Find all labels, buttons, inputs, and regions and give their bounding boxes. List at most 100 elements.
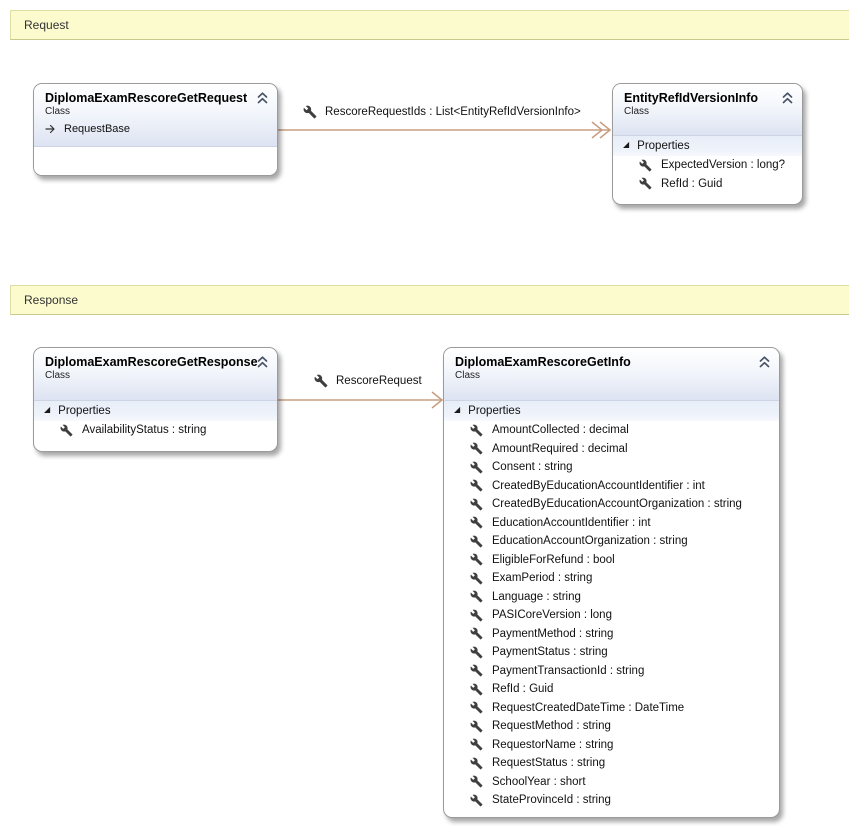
collapse-chevron-icon[interactable] bbox=[256, 355, 269, 369]
wrench-icon bbox=[470, 794, 483, 807]
properties-list: ExpectedVersion : long? RefId : Guid bbox=[613, 156, 802, 193]
properties-section-header[interactable]: ◢ Properties bbox=[444, 401, 779, 421]
base-class-name: RequestBase bbox=[64, 123, 131, 135]
wrench-icon bbox=[470, 572, 483, 585]
property-row[interactable]: RefId : Guid bbox=[444, 680, 779, 699]
property-row[interactable]: PaymentStatus : string bbox=[444, 643, 779, 662]
wrench-icon bbox=[470, 775, 483, 788]
property-text: CreatedByEducationAccountIdentifier : in… bbox=[492, 479, 705, 492]
property-text: Language : string bbox=[492, 590, 581, 603]
property-row[interactable]: RequestCreatedDateTime : DateTime bbox=[444, 699, 779, 718]
property-text: CreatedByEducationAccountOrganization : … bbox=[492, 498, 742, 511]
property-text: RefId : Guid bbox=[661, 177, 723, 190]
property-row[interactable]: ExamPeriod : string bbox=[444, 569, 779, 588]
wrench-icon bbox=[470, 646, 483, 659]
association-text: RescoreRequest bbox=[336, 375, 422, 387]
expander-triangle-icon: ◢ bbox=[454, 405, 461, 414]
class-title: EntityRefIdVersionInfo bbox=[624, 91, 759, 105]
class-body-padding bbox=[444, 810, 779, 818]
wrench-icon bbox=[470, 424, 483, 437]
base-class-row: RequestBase bbox=[45, 123, 251, 135]
class-box-diploma-exam-rescore-get-request[interactable]: DiplomaExamRescoreGetRequest Class Reque… bbox=[33, 83, 278, 176]
request-banner-label: Request bbox=[24, 18, 69, 32]
inheritance-arrow-icon bbox=[45, 124, 59, 134]
property-row[interactable]: PaymentMethod : string bbox=[444, 625, 779, 644]
properties-section-label: Properties bbox=[637, 140, 690, 152]
wrench-icon bbox=[639, 177, 652, 190]
association-arrow-rescore-request[interactable] bbox=[278, 380, 448, 410]
property-row[interactable]: PASICoreVersion : long bbox=[444, 606, 779, 625]
expander-triangle-icon: ◢ bbox=[44, 405, 51, 414]
property-row[interactable]: StateProvinceId : string bbox=[444, 791, 779, 810]
wrench-icon bbox=[470, 738, 483, 751]
class-header: DiplomaExamRescoreGetRequest Class Reque… bbox=[34, 84, 277, 147]
property-row[interactable]: AmountCollected : decimal bbox=[444, 421, 779, 440]
wrench-icon bbox=[470, 683, 483, 696]
class-box-diploma-exam-rescore-get-info[interactable]: DiplomaExamRescoreGetInfo Class ◢ Proper… bbox=[443, 347, 780, 818]
response-comment-banner[interactable]: Response bbox=[10, 285, 849, 315]
property-row[interactable]: AvailabilityStatus : string bbox=[34, 421, 277, 440]
properties-section-header[interactable]: ◢ Properties bbox=[34, 401, 277, 421]
collapse-chevron-icon[interactable] bbox=[256, 91, 269, 105]
wrench-icon bbox=[60, 424, 73, 437]
property-text: EligibleForRefund : bool bbox=[492, 553, 615, 566]
property-text: PASICoreVersion : long bbox=[492, 609, 612, 622]
property-row[interactable]: AmountRequired : decimal bbox=[444, 440, 779, 459]
wrench-icon bbox=[470, 627, 483, 640]
class-header: EntityRefIdVersionInfo Class bbox=[613, 84, 802, 136]
property-row[interactable]: RequestMethod : string bbox=[444, 717, 779, 736]
properties-section-label: Properties bbox=[468, 405, 521, 417]
wrench-icon bbox=[639, 159, 652, 172]
property-row[interactable]: EducationAccountOrganization : string bbox=[444, 532, 779, 551]
property-row[interactable]: RequestStatus : string bbox=[444, 754, 779, 773]
property-row[interactable]: SchoolYear : short bbox=[444, 773, 779, 792]
wrench-icon bbox=[303, 105, 317, 119]
class-box-entity-ref-id-version-info[interactable]: EntityRefIdVersionInfo Class ◢ Propertie… bbox=[612, 83, 803, 205]
properties-section-header[interactable]: ◢ Properties bbox=[613, 136, 802, 156]
property-row[interactable]: ExpectedVersion : long? bbox=[613, 156, 802, 175]
property-row[interactable]: CreatedByEducationAccountOrganization : … bbox=[444, 495, 779, 514]
collapse-chevron-icon[interactable] bbox=[781, 91, 794, 105]
association-label-rescore-request[interactable]: RescoreRequest bbox=[314, 374, 422, 388]
property-row[interactable]: EducationAccountIdentifier : int bbox=[444, 514, 779, 533]
class-header: DiplomaExamRescoreGetResponse Class bbox=[34, 348, 277, 401]
wrench-icon bbox=[470, 590, 483, 603]
property-text: ExamPeriod : string bbox=[492, 572, 593, 585]
association-label-rescore-request-ids[interactable]: RescoreRequestIds : List<EntityRefIdVers… bbox=[303, 105, 581, 119]
property-text: AvailabilityStatus : string bbox=[82, 424, 207, 437]
property-text: Consent : string bbox=[492, 461, 573, 474]
properties-list: AvailabilityStatus : string bbox=[34, 421, 277, 440]
class-box-diploma-exam-rescore-get-response[interactable]: DiplomaExamRescoreGetResponse Class ◢ Pr… bbox=[33, 347, 278, 452]
property-text: SchoolYear : short bbox=[492, 775, 586, 788]
collapse-chevron-icon[interactable] bbox=[758, 355, 771, 369]
wrench-icon bbox=[470, 535, 483, 548]
association-text: RescoreRequestIds : List<EntityRefIdVers… bbox=[325, 106, 581, 118]
property-text: PaymentTransactionId : string bbox=[492, 664, 645, 677]
property-row[interactable]: RefId : Guid bbox=[613, 175, 802, 194]
expander-triangle-icon: ◢ bbox=[623, 140, 630, 149]
wrench-icon bbox=[470, 516, 483, 529]
property-text: RequestCreatedDateTime : DateTime bbox=[492, 701, 685, 714]
class-stereotype: Class bbox=[624, 106, 650, 117]
property-row[interactable]: Consent : string bbox=[444, 458, 779, 477]
class-stereotype: Class bbox=[455, 370, 481, 381]
wrench-icon bbox=[470, 664, 483, 677]
property-text: StateProvinceId : string bbox=[492, 794, 611, 807]
property-text: AmountCollected : decimal bbox=[492, 424, 629, 437]
request-comment-banner[interactable]: Request bbox=[10, 10, 849, 40]
property-text: PaymentStatus : string bbox=[492, 646, 608, 659]
property-row[interactable]: EligibleForRefund : bool bbox=[444, 551, 779, 570]
property-text: EducationAccountOrganization : string bbox=[492, 535, 688, 548]
property-text: AmountRequired : decimal bbox=[492, 442, 628, 455]
association-arrow-rescore-request-ids[interactable] bbox=[278, 110, 618, 140]
property-text: RequestorName : string bbox=[492, 738, 614, 751]
property-row[interactable]: PaymentTransactionId : string bbox=[444, 662, 779, 681]
wrench-icon bbox=[470, 553, 483, 566]
property-row[interactable]: CreatedByEducationAccountIdentifier : in… bbox=[444, 477, 779, 496]
wrench-icon bbox=[470, 701, 483, 714]
property-row[interactable]: RequestorName : string bbox=[444, 736, 779, 755]
property-row[interactable]: Language : string bbox=[444, 588, 779, 607]
class-stereotype: Class bbox=[45, 370, 71, 381]
property-text: PaymentMethod : string bbox=[492, 627, 614, 640]
wrench-icon bbox=[470, 757, 483, 770]
